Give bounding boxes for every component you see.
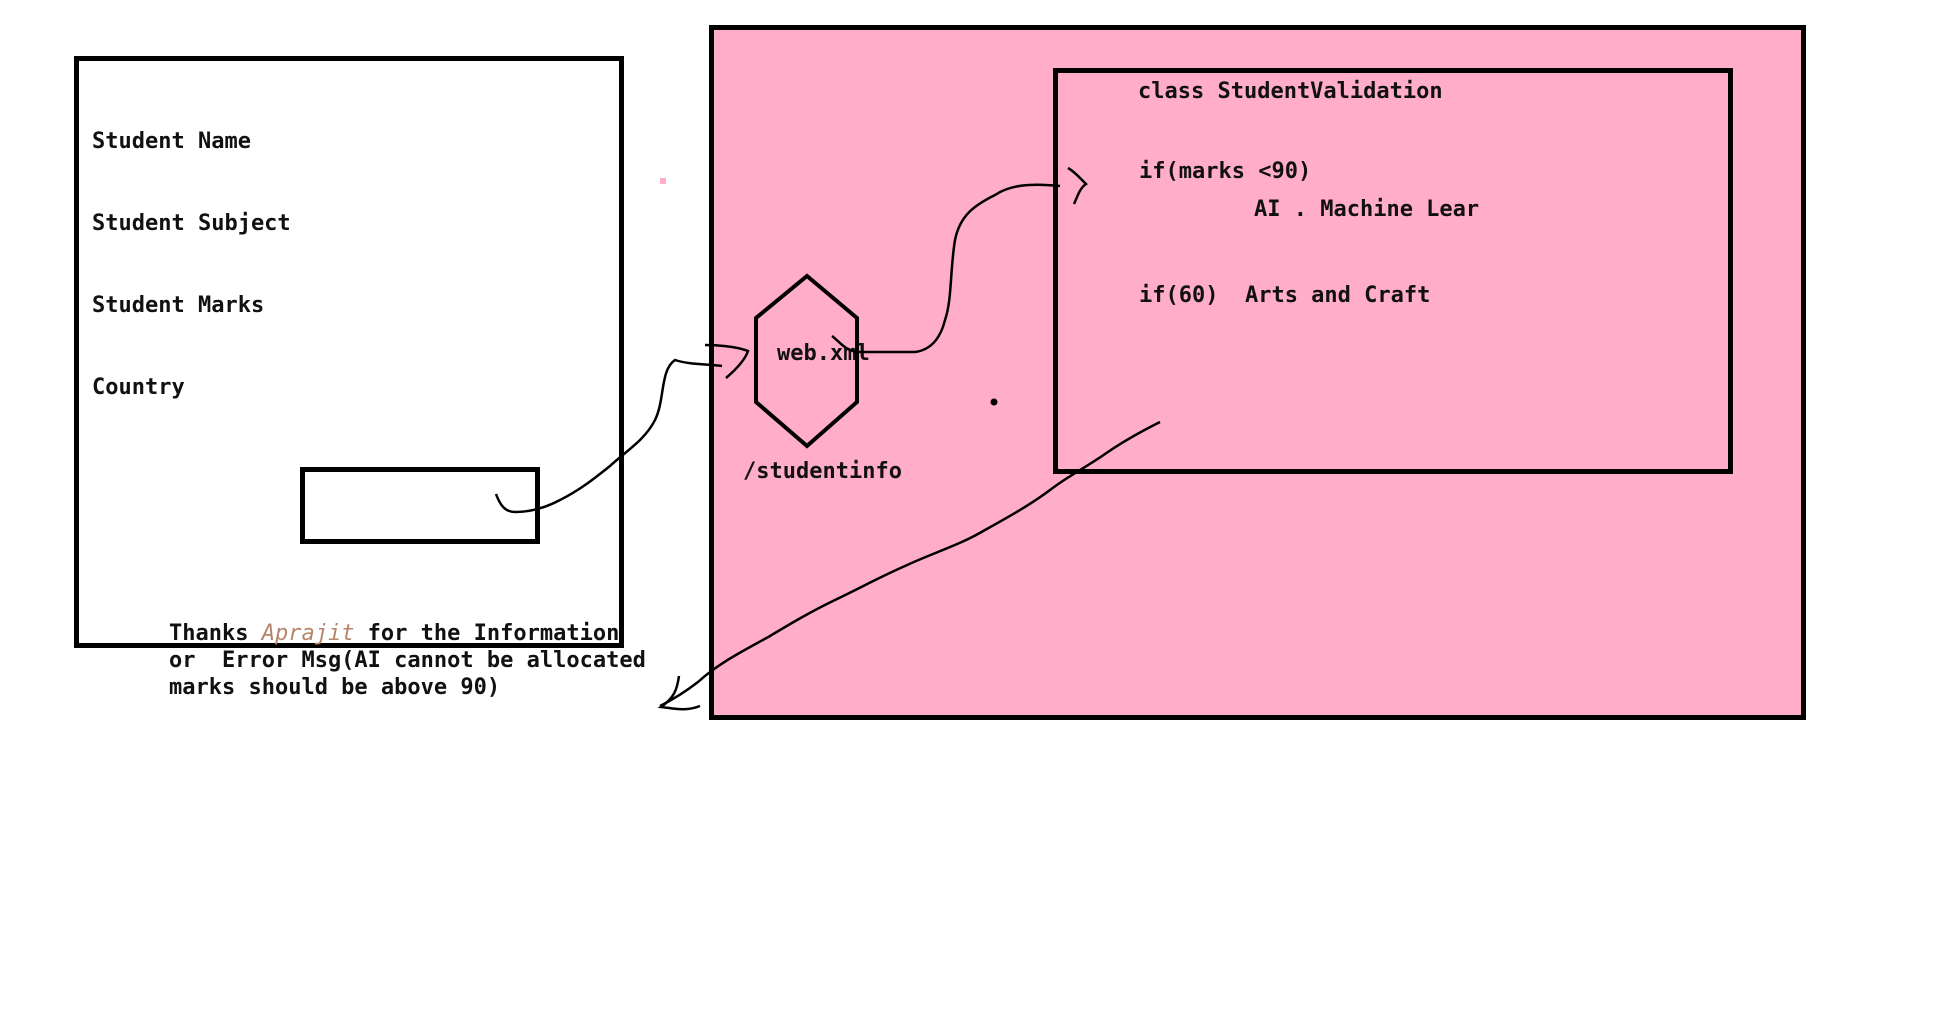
submit-button[interactable] [300, 467, 540, 544]
response-error-line2: marks should be above 90) [169, 675, 501, 700]
web-xml-label: web.xml [777, 341, 870, 366]
class-title: class StudentValidation [1138, 79, 1443, 104]
rule2: if(60) Arts and Craft [1139, 283, 1431, 308]
field-student-subject: Student Subject [92, 211, 291, 236]
field-student-marks: Student Marks [92, 293, 265, 318]
field-student-name: Student Name [92, 129, 251, 154]
thanks-suffix: for the Information [354, 621, 620, 646]
thanks-name: Aprajit [261, 621, 355, 646]
url-pattern-label: /studentinfo [743, 459, 902, 484]
field-country: Country [92, 375, 185, 400]
student-form [74, 56, 624, 648]
response-error-line1: or Error Msg(AI cannot be allocated [169, 648, 646, 673]
validation-class-box [1053, 68, 1733, 474]
response-thanks-line: Thanks Aprajit for the Information [169, 620, 619, 647]
class-to-response-arrowhead [657, 675, 701, 711]
rule1-result: AI . Machine Lear [1254, 197, 1480, 222]
thanks-prefix: Thanks [169, 621, 262, 646]
rule1-condition: if(marks <90) [1139, 159, 1312, 184]
pink-speck [660, 178, 666, 184]
